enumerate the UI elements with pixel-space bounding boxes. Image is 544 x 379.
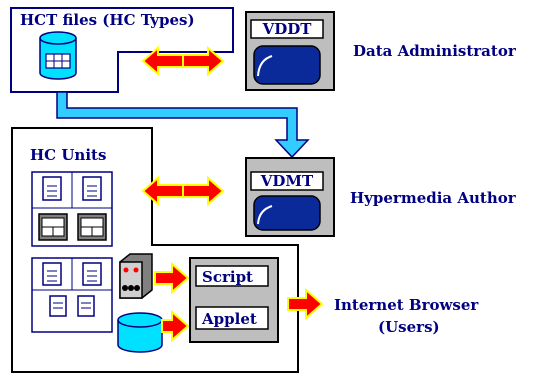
script-label: Script (202, 268, 253, 286)
hc-units-label: HC Units (30, 146, 106, 164)
applet-box (195, 306, 269, 330)
hct-to-vdmt-connector (56, 91, 310, 159)
vddt-tool: VDDT (245, 11, 335, 91)
users-label: (Users) (378, 318, 440, 336)
hc-units-document-group-bottom (31, 257, 113, 333)
applet-label: Applet (201, 310, 257, 328)
hct-database-icon (39, 31, 77, 80)
internet-browser-label: Internet Browser (334, 296, 479, 314)
hc-units-container (11, 127, 299, 373)
data-administrator-label: Data Administrator (353, 42, 517, 60)
hc-units-document-group-top (31, 171, 113, 247)
arrow-to-browser (287, 287, 324, 321)
vdmt-label: VDMT (260, 172, 314, 190)
hct-files-label: HCT files (HC Types) (20, 11, 195, 29)
script-box (195, 265, 269, 287)
vdmt-tool: VDMT (245, 157, 335, 237)
script-source-icon (119, 253, 153, 299)
vdmt-screen (253, 195, 321, 231)
arrow-to-applet (161, 309, 190, 343)
hypermedia-author-label: Hypermedia Author (350, 189, 517, 207)
script-applet-panel: Script Applet (189, 257, 279, 343)
applet-database-icon (117, 312, 163, 353)
arrow-to-script (154, 261, 190, 295)
vddt-label: VDDT (262, 20, 313, 38)
vddt-screen (253, 45, 321, 85)
